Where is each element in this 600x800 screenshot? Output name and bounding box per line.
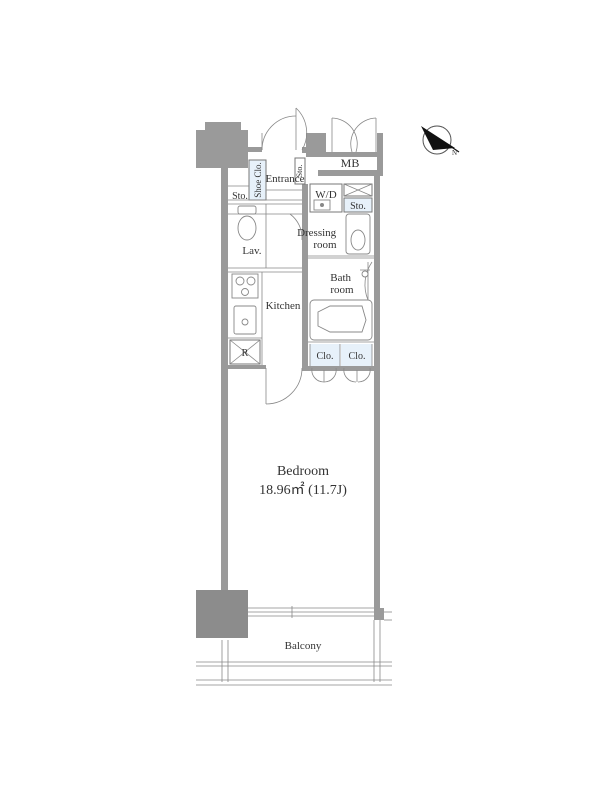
dressing-label-line2: room — [313, 239, 337, 251]
dressing-label: Dressing room — [297, 227, 339, 251]
bath-label: Bath room — [330, 272, 354, 296]
storage-left-label: Sto. — [232, 191, 248, 202]
sink-icon — [233, 305, 257, 335]
washer-icon — [313, 199, 331, 211]
north-arrow-icon: N — [421, 125, 460, 157]
bedroom-area: 18.96㎡ (11.7J) — [259, 482, 347, 498]
entrance-label: Entrance — [265, 173, 304, 185]
svg-text:N: N — [452, 149, 457, 157]
closet-left-label: Clo. — [317, 351, 334, 362]
refrigerator-label: R — [242, 348, 249, 359]
lavatory-label: Lav. — [242, 245, 261, 257]
bath-label-line2: room — [330, 284, 354, 296]
washer-label: W/D — [315, 189, 336, 201]
washbasin-icon — [345, 213, 371, 255]
bedroom-label: Bedroom — [277, 464, 329, 479]
fixtures — [231, 199, 373, 341]
doors — [261, 107, 377, 383]
closet-right-label: Clo. — [349, 351, 366, 362]
room-labels: MB Entrance Shoe Clo. Sto. Sto. W/D Sto.… — [232, 156, 366, 652]
bathtub-icon — [309, 299, 373, 341]
dressing-label-line1: Dressing — [297, 227, 337, 239]
storage-entrance-label: Sto. — [295, 165, 304, 178]
structural-walls — [196, 122, 384, 638]
interior-partitions — [196, 157, 392, 686]
meter-box-label: MB — [341, 156, 360, 170]
balcony-label: Balcony — [285, 640, 322, 652]
storage-right-label: Sto. — [350, 201, 366, 212]
toilet-icon — [237, 205, 257, 241]
stove-icon — [231, 273, 259, 299]
shower-icon — [360, 269, 370, 278]
shoe-closet-label: Shoe Clo. — [253, 162, 263, 198]
bath-label-line1: Bath — [330, 272, 351, 284]
kitchen-label: Kitchen — [266, 300, 301, 312]
